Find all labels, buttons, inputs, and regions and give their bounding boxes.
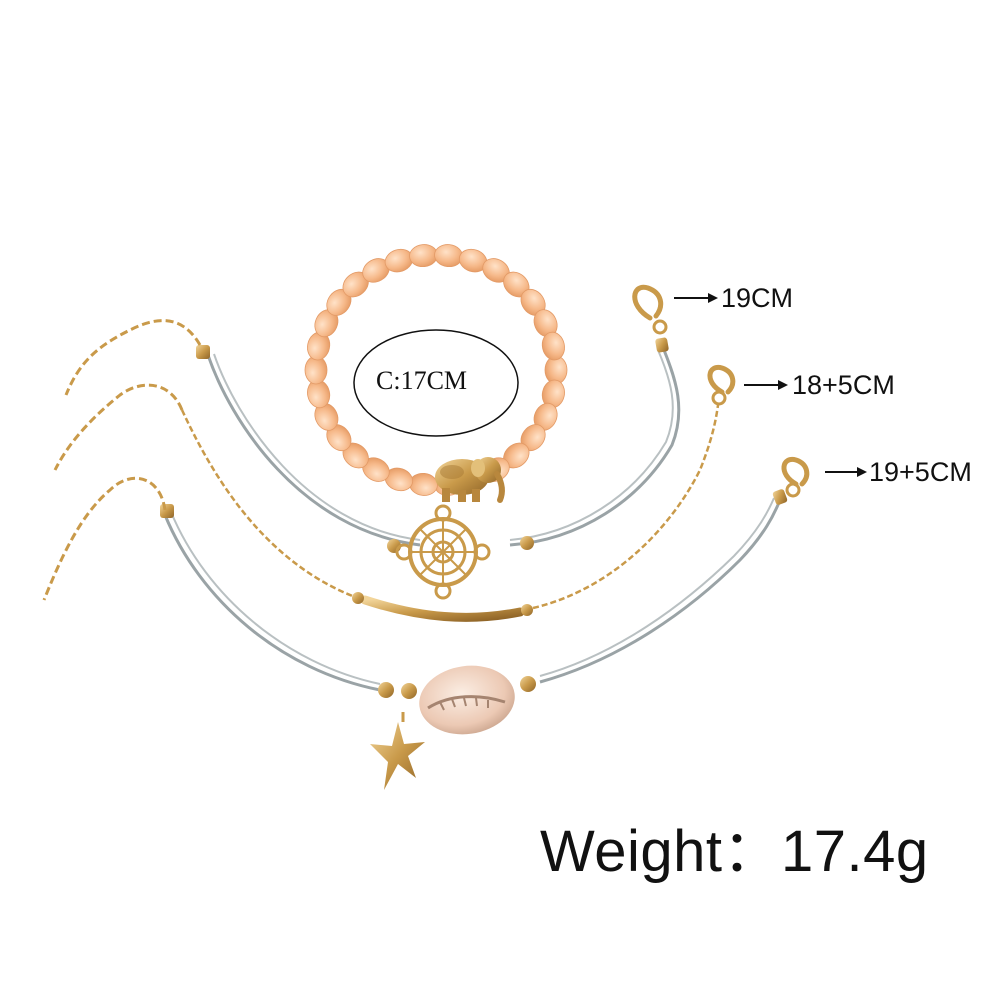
extender-chains [42, 319, 202, 601]
filigree-charm-icon [395, 504, 491, 600]
arrow-icon [825, 467, 867, 477]
weight-label: Weight：17.4g [540, 819, 929, 884]
length-label-18-5cm: 18+5CM [792, 370, 895, 400]
starfish-charm-icon [370, 712, 425, 790]
cord-bracelet-shell-starfish [160, 456, 810, 790]
elephant-charm-icon [435, 457, 505, 503]
arrow-icon [744, 380, 788, 390]
circumference-label: C:17CM [376, 366, 468, 395]
length-arrows [674, 293, 867, 477]
bead [541, 331, 565, 361]
length-label-19-5cm: 19+5CM [869, 457, 972, 487]
arrow-icon [674, 293, 718, 303]
circumference-callout-ellipse [353, 329, 519, 437]
bead [409, 472, 438, 496]
length-label-19cm: 19CM [721, 283, 794, 313]
bead [434, 244, 463, 268]
gold-chain-bracelet-bar [180, 364, 736, 622]
bead [409, 244, 438, 268]
cowrie-shell-charm-icon [419, 665, 515, 735]
cord-bracelet-filigree [196, 284, 681, 600]
